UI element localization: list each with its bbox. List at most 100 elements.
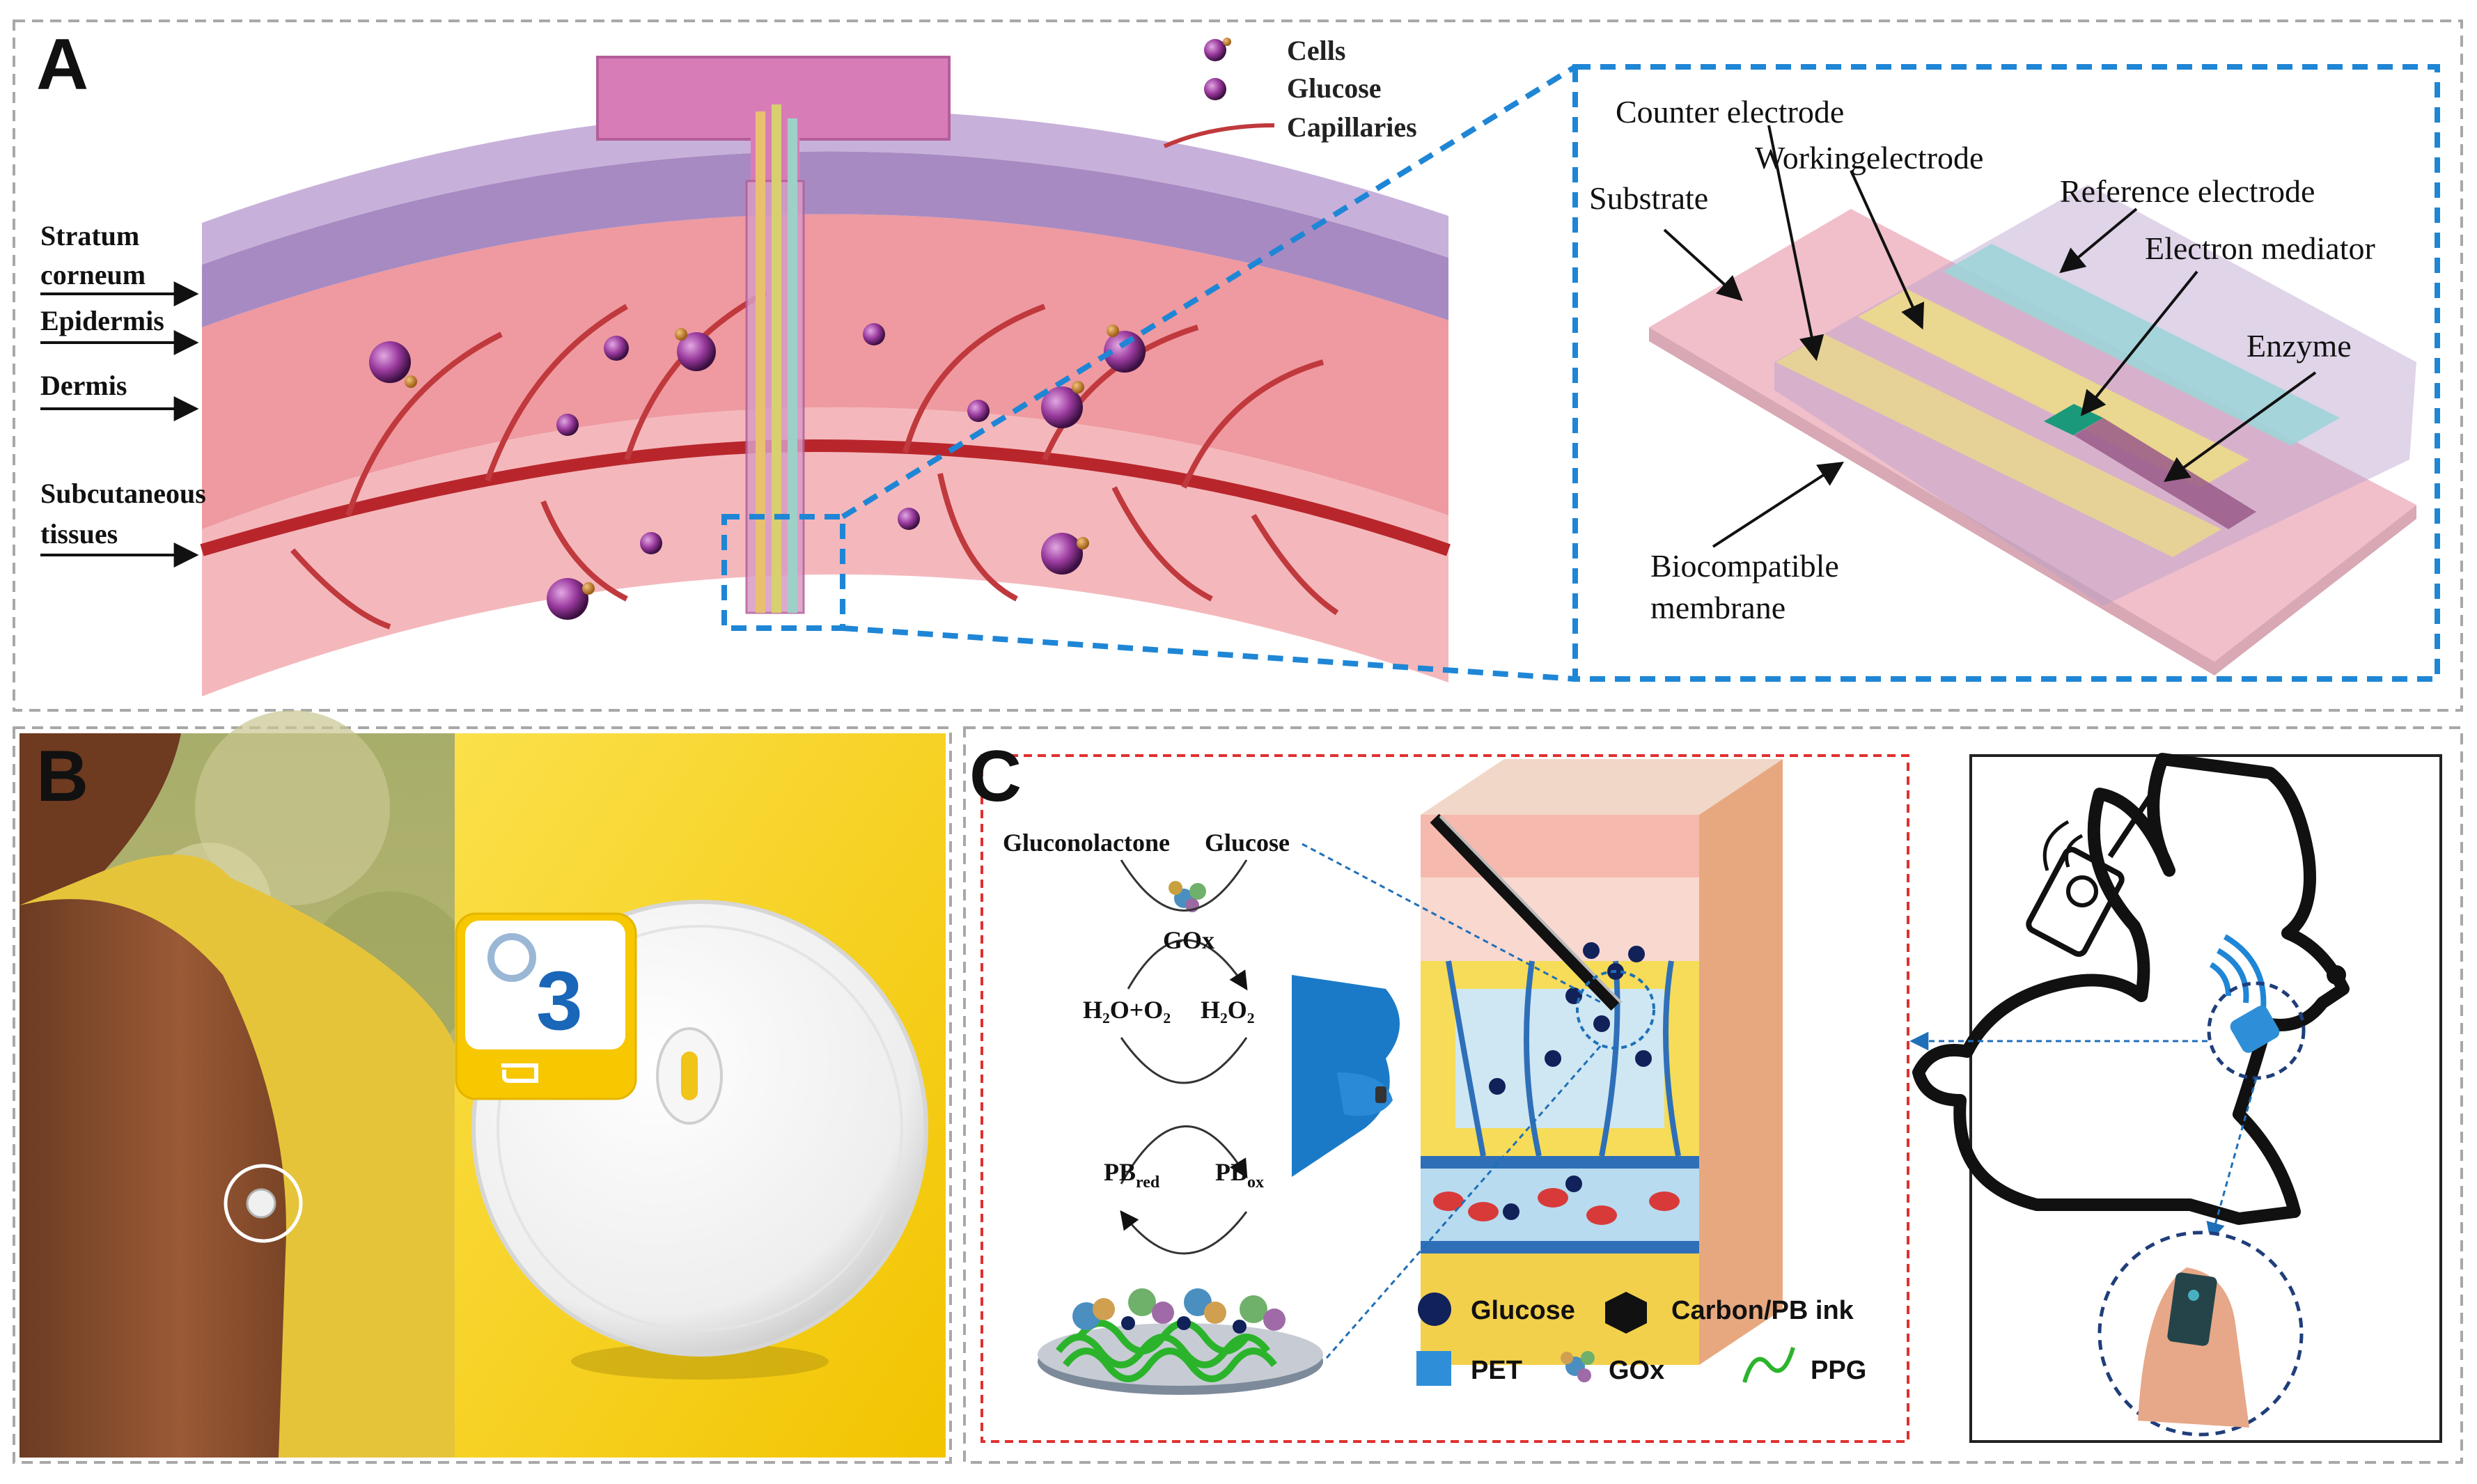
- dermis-label: Dermis: [40, 370, 127, 401]
- gox-reaction-label: GOx: [1163, 926, 1214, 954]
- glucose-molecule: [1107, 325, 1119, 337]
- counter-electrode-strip: [1776, 334, 2221, 557]
- torso-skin: [19, 733, 181, 905]
- glucose-dots: [1489, 942, 1652, 1220]
- pb-ox-label: PBox: [1215, 1158, 1264, 1192]
- wireless-signal-icon: [2209, 934, 2267, 1010]
- glucose-molecule: [582, 582, 595, 595]
- panel-b-letter: B: [36, 736, 88, 817]
- glucose-dot: [1233, 1320, 1247, 1334]
- h2o2-label: H₂O₂: [1201, 996, 1255, 1024]
- gloved-hand-photo: [1292, 974, 1403, 1177]
- sensor-chip: [2188, 1290, 2199, 1301]
- membrane-pointer: [1712, 462, 1845, 548]
- electron-mediator-pointer: [2080, 270, 2198, 416]
- pb-ox-subscript: ox: [1247, 1173, 1264, 1192]
- abbott-logo-icon: [501, 1063, 538, 1083]
- working-electrode-label: Workingelectrode: [1755, 140, 1983, 175]
- logo-digit: 3: [536, 954, 583, 1047]
- arm-photo: [19, 710, 474, 1458]
- rabbit-eye: [2327, 965, 2346, 985]
- cell: [677, 332, 716, 371]
- cycle-arrow-bottom: [1120, 1210, 1248, 1255]
- sensor-probe: [596, 56, 951, 614]
- cell: [604, 336, 629, 361]
- counter-electrode-label: Counter electrode: [1616, 94, 1844, 130]
- cell: [1104, 331, 1146, 373]
- cells-legend-label: Cells: [1287, 35, 1345, 66]
- rabbit-outline-icon: [1912, 753, 2350, 1225]
- enzyme-pointer: [2164, 371, 2317, 483]
- stratum-label-line1: Stratum: [40, 220, 139, 251]
- carbon-pb-ink-label: Carbon/PB ink: [1671, 1296, 1854, 1325]
- working-electrode-strip: [1858, 289, 2249, 487]
- microneedle: [1430, 813, 1620, 1011]
- logo-dot-icon: [487, 933, 536, 982]
- panel-b-frame: [13, 726, 952, 1464]
- panel-a-frame: [13, 19, 2463, 712]
- rabbit-to-finger-connector: [2206, 1077, 2258, 1242]
- glucose-legend-dot: [1418, 1292, 1451, 1326]
- glucose-legend-label: Glucose: [1287, 72, 1382, 104]
- glucose-legend-label: Glucose: [1471, 1296, 1575, 1325]
- cells-legend-swatch: [1204, 39, 1226, 61]
- cells-and-glucose: [369, 323, 1146, 620]
- cycle-arrow-middle: [1120, 1037, 1248, 1084]
- substrate-label: Substrate: [1589, 180, 1708, 216]
- panel-c: C Gluconolactone Glucose GOx H₂O+O₂ H₂O₂…: [963, 726, 2463, 1464]
- vessel-wall: [1421, 1156, 1699, 1169]
- sensor-zoom-circle: [1576, 970, 1655, 1049]
- subcutaneous-label-line1: Subcutaneous: [40, 478, 206, 509]
- working-electrode-pointer: [1850, 170, 1925, 330]
- electrode-disc: [1038, 1288, 1323, 1395]
- lower-tissue: [1421, 1253, 1699, 1365]
- cell: [556, 414, 579, 436]
- stratum-corneum-layer: [202, 109, 1448, 265]
- cell: [1041, 533, 1083, 575]
- sensor-shadow: [571, 1343, 829, 1380]
- zoom-target-box: [1572, 64, 2440, 682]
- zoom-callout: [721, 64, 2440, 682]
- ppg-fibers: [1056, 1320, 1277, 1382]
- panel-a-legend: Cells Glucose Capillaries: [1163, 35, 1417, 148]
- glucose-leader-line: [1302, 843, 1602, 1004]
- pb-red-subscript: red: [1136, 1173, 1160, 1192]
- glucose-dot: [1177, 1316, 1191, 1330]
- zoom-connector-bottom: [842, 625, 1576, 682]
- sensor-filament-slot: [681, 1052, 698, 1100]
- red-blood-cells: [1433, 1188, 1680, 1225]
- cycle-arrow-top: [1120, 859, 1248, 912]
- capillary-branch: [290, 290, 1339, 630]
- glucose-molecule: [1077, 537, 1089, 549]
- panel-c-frame: [963, 726, 2463, 1464]
- panel-c-letter: C: [969, 736, 1022, 817]
- pet-legend-label: PET: [1471, 1356, 1522, 1385]
- nerve-fibers: [1446, 960, 1681, 1157]
- skin-top-surface: [1421, 759, 1783, 815]
- glucose-dot: [1121, 1316, 1135, 1330]
- subcutaneous-label-line2: tissues: [40, 518, 118, 549]
- substrate-pointer: [1663, 228, 1743, 302]
- skin-block: [1421, 759, 1783, 1365]
- epidermis-label: Epidermis: [40, 305, 164, 336]
- arm-sensor: [246, 1188, 276, 1219]
- enzyme-cluster: [1072, 1288, 1286, 1331]
- fingertip: [2138, 1267, 2249, 1428]
- sensor-inner-ring: [497, 925, 903, 1331]
- glucose-dot: [1223, 38, 1231, 46]
- cell: [547, 578, 588, 620]
- cycle-arrow-pb: [1120, 1125, 1248, 1185]
- cell: [863, 323, 885, 345]
- gox-legend-label: GOx: [1609, 1356, 1664, 1385]
- panel-c-legend: Glucose Carbon/PB ink PET GOx PPG: [1416, 1292, 1866, 1386]
- stratum-label-line2: corneum: [40, 259, 146, 290]
- electrode-schematic: Counter electrode Workingelectrode Subst…: [1589, 94, 2416, 675]
- carbon-pb-ink-hexagon: [1605, 1292, 1647, 1334]
- skin-cross-section: [200, 56, 1451, 696]
- microneedle-highlight: [1439, 815, 1623, 1004]
- glucose-molecule: [405, 375, 417, 388]
- probe-electrode-strip: [788, 118, 797, 613]
- pb-red-label: PBred: [1104, 1158, 1160, 1192]
- rabbit-sensor-device: [2230, 1006, 2280, 1053]
